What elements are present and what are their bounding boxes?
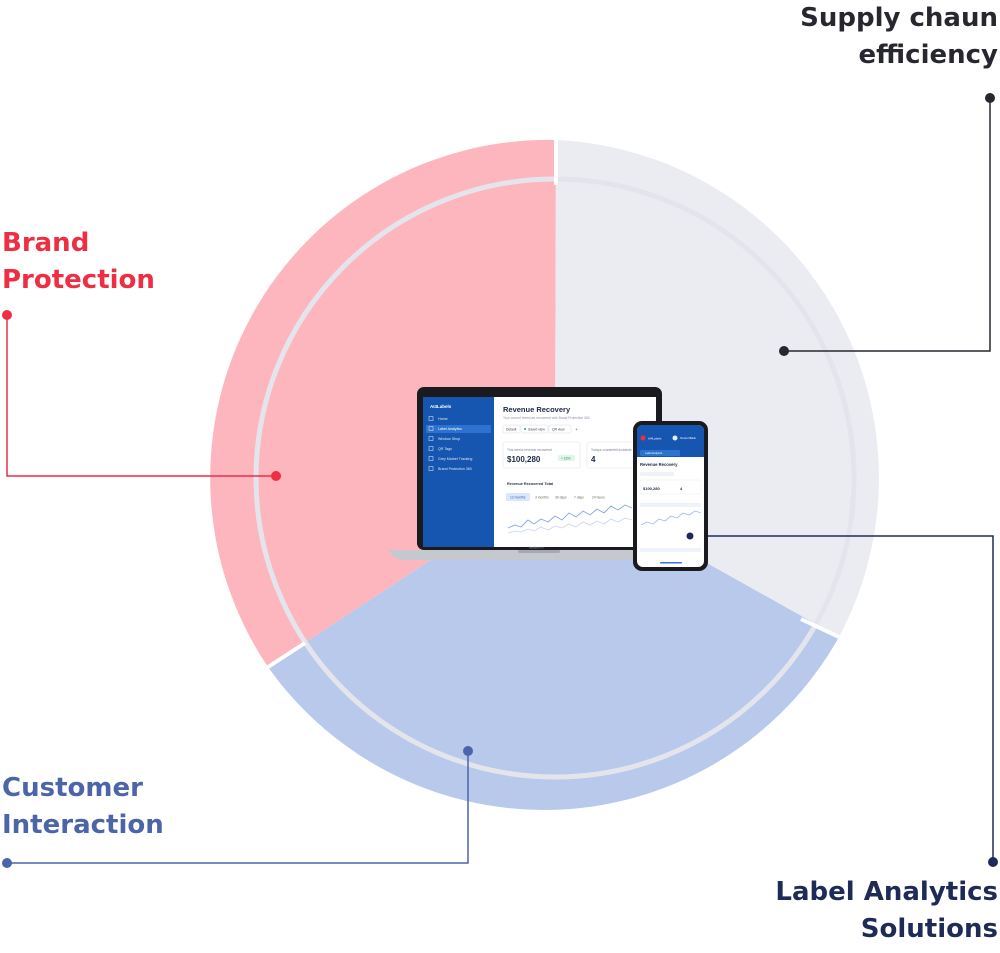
range-12-months-bg — [506, 493, 530, 501]
nav-item-home[interactable]: Home — [438, 417, 448, 421]
laptop-title: Revenue Recovery — [503, 405, 571, 414]
laptop-card-revenue — [502, 441, 581, 469]
label-brand-line2: Protection — [2, 265, 155, 295]
connector-dot-brand-end — [2, 310, 12, 320]
phone-filter — [640, 472, 674, 476]
laptop-filter-bar: Default Saved view QR view + — [502, 424, 578, 434]
connector-dot-label-end — [988, 857, 998, 867]
nav-item-brand-protection[interactable]: Brand Protection 360 — [438, 467, 472, 471]
card-counterfeit-value: 4 — [591, 455, 596, 464]
home-icon — [428, 416, 434, 421]
laptop-mockup: AI4Labels Home Label Analytics Window Sh… — [388, 387, 690, 560]
analytics-icon — [428, 426, 434, 431]
filter-default-label: Default — [506, 428, 517, 432]
phone-chart-marker — [686, 532, 694, 540]
tracking-icon — [428, 456, 434, 461]
phone-bottom-row — [640, 548, 701, 552]
laptop-sidebar — [423, 397, 494, 547]
connector-customer — [7, 751, 469, 864]
laptop-nav-icons — [428, 416, 434, 471]
connector-dot-customer-end — [2, 858, 12, 868]
card-counterfeit-label: Todays counterfeit incidents — [591, 448, 632, 452]
phone-range-tabs — [640, 503, 701, 507]
card-revenue-label: This weeks revenue recovered — [507, 448, 552, 452]
connector-dot-brand — [271, 471, 281, 481]
filter-add[interactable]: + — [575, 427, 578, 432]
phone-screen — [637, 425, 704, 567]
segment-brand-protection — [210, 139, 556, 668]
phone-tab-bg — [640, 450, 680, 456]
qr-icon — [428, 446, 434, 451]
label-supply-line1: Supply chaun — [800, 3, 998, 33]
filter-saved[interactable] — [520, 424, 549, 434]
label-analytics-line2: Solutions — [860, 914, 998, 944]
phone-avatar[interactable] — [672, 435, 678, 441]
connector-dot-supply-end — [985, 93, 995, 103]
phone-user: Vincent Blank — [680, 436, 697, 440]
filter-qr[interactable] — [548, 424, 572, 434]
laptop-notch — [518, 550, 560, 553]
range-24-hours[interactable]: 24 hours — [592, 496, 605, 500]
label-analytics-line1: Label Analytics — [775, 877, 998, 907]
card-revenue-badge-text: + 16% — [561, 457, 571, 461]
nav-item-qr-tags[interactable]: QR Tags — [438, 447, 452, 451]
laptop-line-chart — [507, 504, 633, 529]
connector-brand — [6, 315, 276, 477]
laptop-section-title: Revenue Recovered Total — [507, 482, 553, 486]
phone-value: $100,280 — [643, 486, 660, 491]
filter-qr-label: QR view — [552, 428, 565, 432]
label-brand-line1: Brand — [2, 228, 90, 258]
segment-divider — [800, 617, 840, 639]
phone-card — [639, 479, 702, 495]
filter-default[interactable] — [502, 424, 521, 434]
laptop-line-chart-2 — [507, 517, 633, 534]
laptop-brand: AI4Labels — [430, 404, 452, 409]
filter-saved-label: Saved view — [528, 428, 545, 432]
phone-value-2: 4 — [680, 486, 683, 491]
shield-icon — [428, 466, 434, 471]
phone-mockup: AI4Labels Vincent Blank Label Analytics … — [633, 421, 708, 571]
label-customer-line1: Customer — [2, 773, 143, 803]
phone-logo-icon — [640, 435, 646, 441]
segment-divider — [266, 641, 307, 669]
nav-item-window-shop[interactable]: Window Shop — [438, 437, 460, 441]
connector-supply — [784, 98, 991, 352]
phone-home-indicator — [660, 562, 682, 564]
card-revenue-value: $100,280 — [507, 455, 541, 464]
range-7-days[interactable]: 7 days — [574, 496, 584, 500]
laptop-nav-active-bg — [426, 425, 491, 433]
laptop-range-tabs: 12 months 3 months 30 days 7 days 24 hou… — [506, 493, 605, 501]
card-revenue-badge — [558, 455, 575, 461]
phone-line-chart — [640, 510, 702, 526]
laptop-base — [388, 550, 690, 560]
connector-dot-customer — [463, 746, 473, 756]
laptop-model: MacBook Air — [529, 546, 544, 550]
label-customer-line2: Interaction — [2, 810, 164, 840]
nav-item-grey-market[interactable]: Grey Market Tracking — [438, 457, 472, 461]
label-supply-line2: efficiency — [858, 40, 998, 70]
range-3-months[interactable]: 3 months — [535, 496, 549, 500]
nav-item-label-analytics[interactable]: Label Analytics — [438, 427, 462, 431]
connector-label-analytics — [692, 535, 994, 862]
label-label-analytics: Label Analytics Solutions — [775, 874, 998, 948]
label-customer-interaction: Customer Interaction — [2, 770, 164, 844]
phone-tab[interactable]: Label Analytics — [645, 451, 663, 455]
laptop-subtitle: Your current revenues recovered with Bra… — [503, 416, 590, 420]
label-supply-chain: Supply chaun efficiency — [800, 0, 998, 74]
connector-dot-supply — [779, 346, 789, 356]
shop-icon — [428, 436, 434, 441]
label-brand-protection: Brand Protection — [2, 225, 155, 299]
range-30-days[interactable]: 30 days — [555, 496, 567, 500]
range-12-months[interactable]: 12 months — [510, 496, 526, 500]
saved-dot-icon — [524, 428, 526, 430]
phone-brand: AI4Labels — [648, 437, 662, 441]
phone-title: Revenue Recovery — [640, 462, 678, 467]
laptop-nav: Home Label Analytics Window Shop QR Tags… — [438, 417, 472, 471]
